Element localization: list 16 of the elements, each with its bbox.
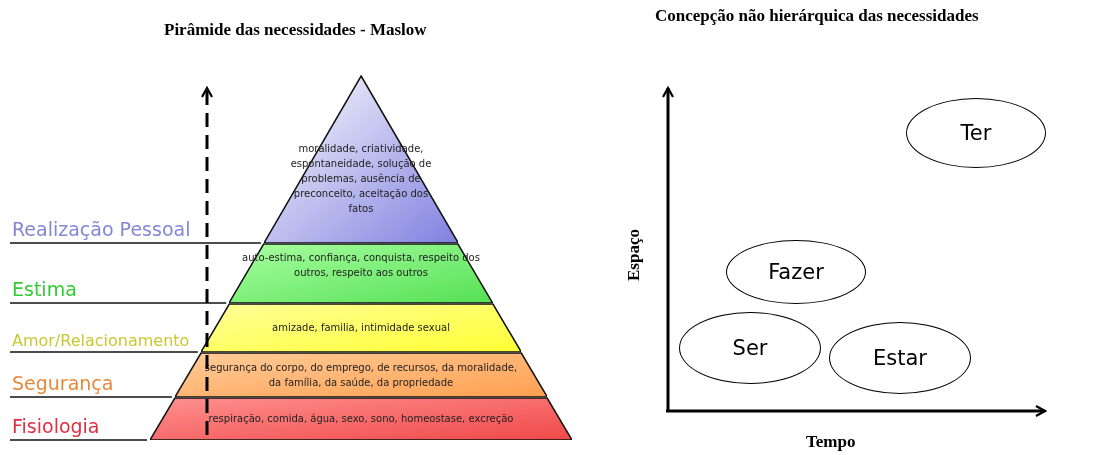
pyramid-layer bbox=[200, 303, 522, 352]
pyramid-layer bbox=[150, 397, 572, 440]
diagram-title: Pirâmide das necessidades - Maslow bbox=[164, 20, 427, 40]
level-label: Estima bbox=[12, 278, 77, 300]
layer-text: respiração, comida, água, sexo, sono, homeostase, excreção bbox=[207, 412, 515, 426]
axis-label: Espaço bbox=[624, 229, 644, 281]
section-heading: Concepção não hierárquica das necessidades bbox=[655, 6, 979, 26]
level-label: Segurança bbox=[12, 372, 114, 394]
level-label: Amor/Relacionamento bbox=[12, 331, 190, 350]
level-label: Fisiologia bbox=[12, 415, 100, 437]
level-label: Realização Pessoal bbox=[12, 218, 191, 240]
pyramid-layer bbox=[229, 243, 493, 303]
layer-text: amizade, familia, intimidade sexual bbox=[271, 321, 451, 335]
pyramid-layer bbox=[174, 352, 548, 397]
axis-label: Tempo bbox=[806, 432, 856, 452]
layer-text: segurança do corpo, do emprego, de recursos, da moralidade, da família, da saúde, da propriedade bbox=[203, 361, 519, 390]
